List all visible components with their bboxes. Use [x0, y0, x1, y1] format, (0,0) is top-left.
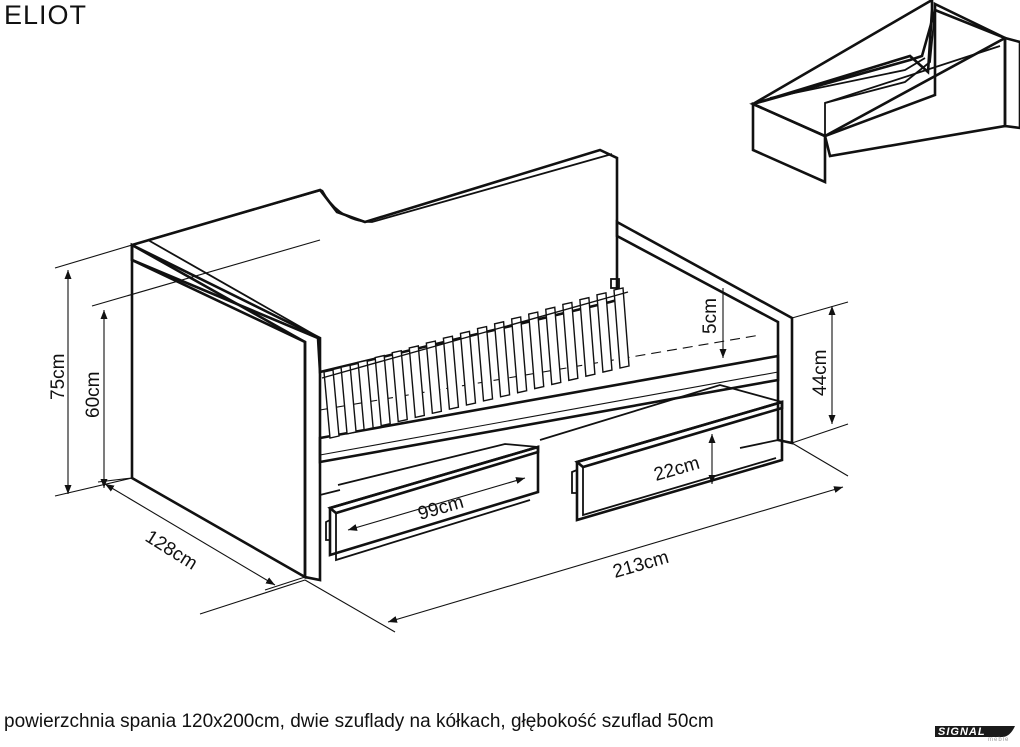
slat — [527, 311, 545, 390]
slat — [562, 301, 579, 382]
drawer-right — [539, 384, 784, 522]
slat — [596, 291, 613, 373]
slat — [579, 296, 596, 378]
dim-label-side-height: 44cm — [810, 350, 831, 396]
dim-label-length: 213cm — [611, 547, 672, 583]
bed-outline — [130, 148, 794, 582]
product-title: ELIOT — [4, 0, 88, 30]
dimension-lines — [54, 239, 849, 633]
dim-label-total-height: 75cm — [48, 354, 69, 400]
dim-label-depth: 128cm — [141, 526, 200, 574]
dim-label-drawer-height: 22cm — [652, 453, 702, 486]
slat — [493, 320, 511, 398]
slat — [323, 369, 340, 439]
slat — [442, 335, 460, 411]
backrest-thumbnail — [749, 0, 1020, 185]
slat — [408, 345, 426, 419]
signal-logo: SIGNAL meble — [932, 725, 1018, 745]
slat — [374, 354, 391, 427]
slat — [545, 306, 562, 386]
slat — [357, 359, 374, 431]
slat — [425, 340, 443, 415]
slat — [613, 287, 630, 369]
product-caption: powierzchnia spania 120x200cm, dwie szuf… — [4, 711, 714, 732]
brand-sub: meble — [988, 737, 1010, 743]
slatted-base — [321, 287, 630, 439]
dim-label-drawer-width: 99cm — [416, 492, 466, 525]
brand-name: SIGNAL — [938, 726, 986, 738]
slat — [459, 330, 477, 406]
dim-label-mattress-gap: 5cm — [700, 298, 721, 334]
slat — [340, 364, 357, 435]
slat — [476, 325, 494, 402]
slat — [510, 316, 528, 394]
dim-label-bed-height: 60cm — [83, 372, 104, 418]
slat — [391, 349, 408, 423]
slat-frame-back — [321, 291, 629, 379]
